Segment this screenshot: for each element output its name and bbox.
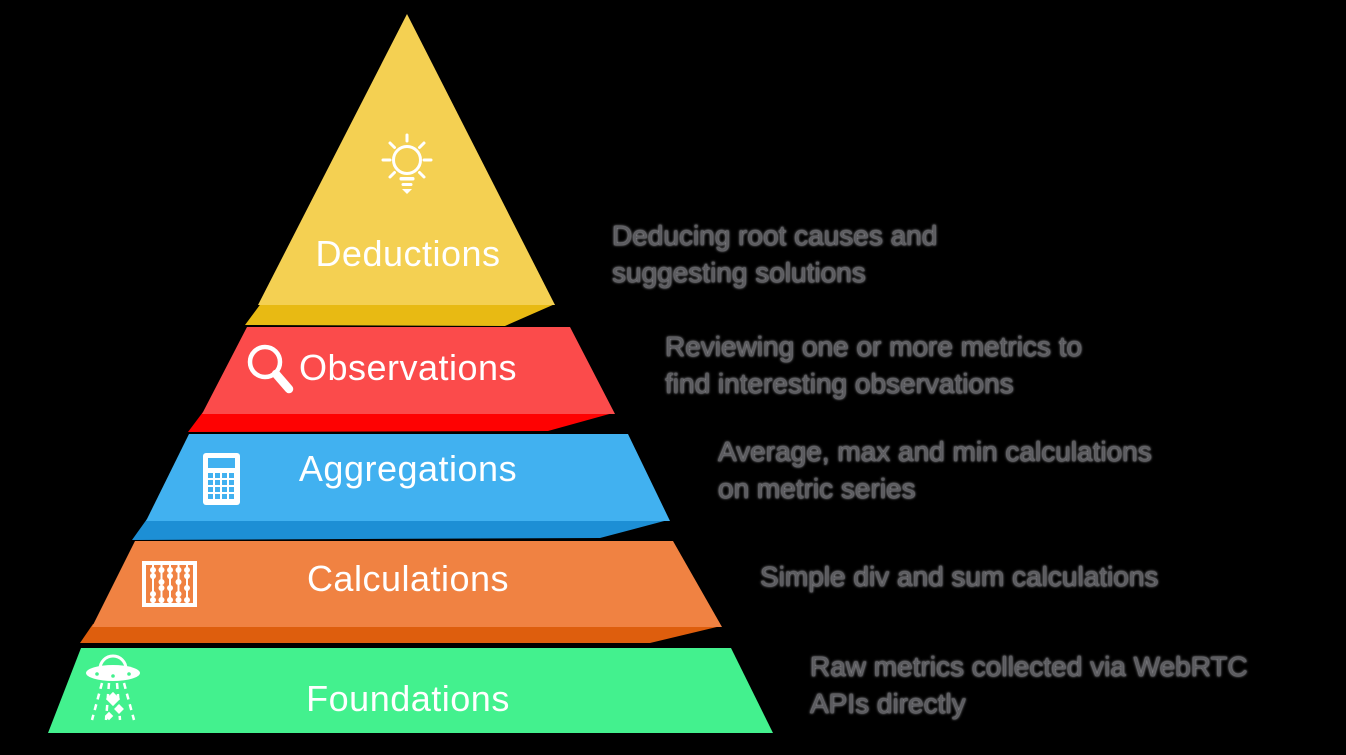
level-observations-body bbox=[202, 327, 615, 414]
magnifier-icon bbox=[243, 342, 301, 405]
abacus-icon bbox=[142, 561, 197, 612]
level-aggregations-fold bbox=[132, 519, 668, 540]
level-label-deductions: Deductions bbox=[315, 233, 501, 274]
ufo-icon bbox=[84, 652, 142, 727]
description-aggregations: Average, max and min calculations on met… bbox=[718, 436, 1152, 504]
calculator-icon bbox=[203, 453, 240, 510]
description-observations: Reviewing one or more metrics to find in… bbox=[665, 331, 1083, 399]
level-foundations-body bbox=[48, 648, 773, 733]
level-label-foundations: Foundations bbox=[306, 678, 510, 719]
level-deductions-body bbox=[258, 14, 555, 305]
level-label-aggregations: Aggregations bbox=[298, 448, 518, 489]
level-deductions-fold bbox=[245, 302, 555, 326]
level-observations-fold bbox=[188, 412, 613, 432]
level-aggregations-body bbox=[146, 434, 670, 521]
level-calculations-fold bbox=[80, 624, 721, 643]
level-calculations-body bbox=[92, 541, 722, 627]
level-label-calculations: Calculations bbox=[306, 558, 510, 599]
lightbulb-icon bbox=[381, 133, 433, 200]
level-label-observations: Observations bbox=[298, 347, 518, 388]
description-foundations: Raw metrics collected via WebRTC APIs di… bbox=[810, 651, 1248, 719]
description-calculations: Simple div and sum calculations bbox=[760, 561, 1159, 592]
description-deductions: Deducing root causes and suggesting solu… bbox=[612, 220, 938, 288]
